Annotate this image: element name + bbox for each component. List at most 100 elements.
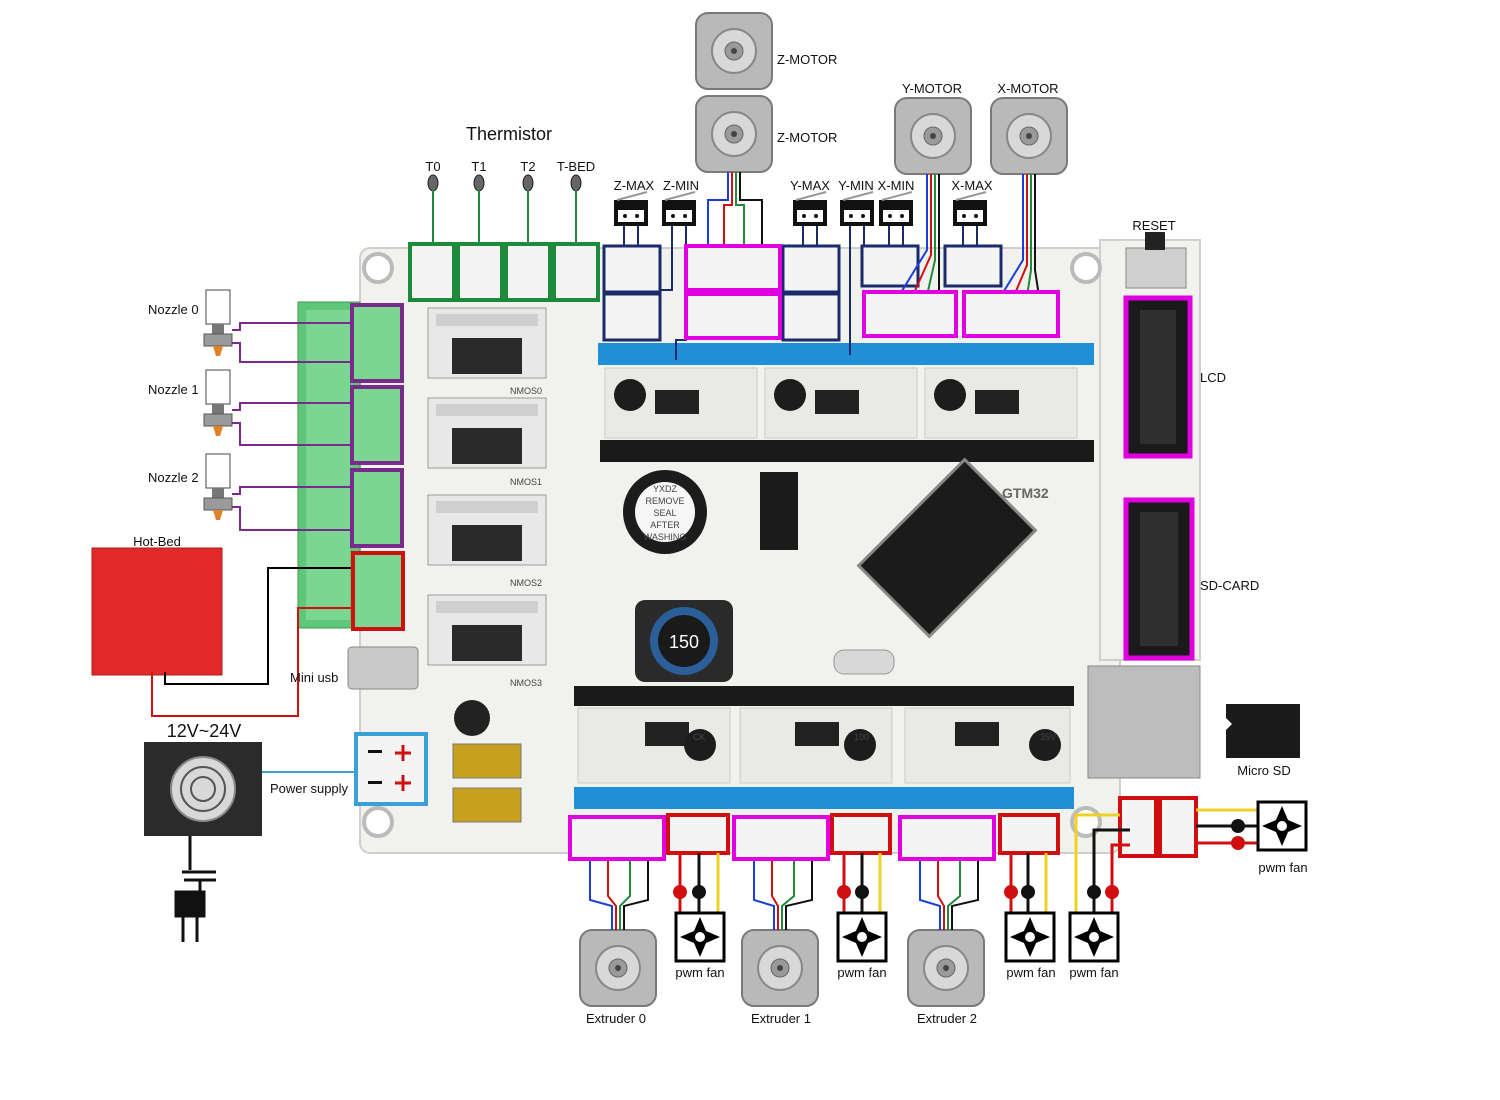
mosfet-heatsink-0 (427, 307, 547, 379)
extruder-label: Extruder 0 (586, 1011, 646, 1026)
stepper-motor-icon (741, 929, 819, 1007)
mcu-chip (856, 457, 1038, 639)
pwm-fan-0: pwm fan (674, 911, 726, 980)
power-supply-label: Power supply (270, 781, 349, 796)
mosfet-label: NMOS0 (510, 386, 542, 396)
board-name: GTM32 (1002, 485, 1049, 501)
z-motor-2: Z-MOTOR (695, 95, 837, 173)
thermistor-t1: T1 (471, 159, 487, 244)
micro-sd-card (1226, 704, 1300, 758)
driver-socket-e1 (739, 707, 893, 784)
fuse (452, 787, 522, 823)
nozzle-label: Nozzle 2 (148, 470, 199, 485)
pwm-fan-right: pwm fan (1256, 800, 1308, 875)
lcd-label: LCD (1200, 370, 1226, 385)
svg-text:150: 150 (669, 632, 699, 652)
motor-label: Y-MOTOR (902, 81, 962, 96)
y-motor: Y-MOTOR (894, 81, 972, 175)
extruder-label: Extruder 2 (917, 1011, 977, 1026)
extruder-2: Extruder 2 (907, 929, 985, 1026)
stepper-motor-icon (695, 95, 773, 173)
pwm-fan-3: pwm fan (1068, 911, 1120, 980)
endstop-label-x-min: X-MIN (878, 178, 915, 193)
fuse (452, 743, 522, 779)
fan-label: pwm fan (675, 965, 724, 980)
endstop-labels: Z-MAX Z-MIN Y-MAX Y-MIN X-MIN X-MAX (614, 178, 993, 193)
thermistor-t2: T2 (520, 159, 536, 244)
motor-label: Z-MOTOR (777, 52, 837, 67)
capacitor-text: CK (693, 732, 706, 742)
fan-wires (678, 808, 1258, 912)
nozzle-icon (203, 369, 233, 437)
nozzle-label: Nozzle 1 (148, 382, 199, 397)
hotbed-label: Hot-Bed (133, 534, 181, 549)
pwm-fan-2: pwm fan (1004, 911, 1056, 980)
svg-text:AFTER: AFTER (650, 520, 680, 530)
nozzle-icon (203, 289, 233, 357)
inductor: 150 (635, 600, 733, 682)
mini-usb-port[interactable] (347, 646, 419, 690)
sdcard-label: SD-CARD (1200, 578, 1259, 593)
power-input-connector[interactable] (354, 732, 428, 806)
thermistor-tbed: T-BED (557, 159, 595, 244)
hotbed-wires (151, 567, 368, 717)
fan-label: pwm fan (1006, 965, 1055, 980)
driver-socket-e2 (904, 707, 1071, 784)
driver-socket-x (924, 367, 1078, 439)
extruder-wires (589, 858, 979, 930)
hot-bed: Hot-Bed (91, 534, 223, 676)
fan-icon (1256, 800, 1308, 852)
ic-chip (760, 472, 798, 550)
mosfet-label: NMOS2 (510, 578, 542, 588)
fan-icon (836, 911, 888, 963)
fan-label: pwm fan (1258, 860, 1307, 875)
thermistor-t0: T0 (425, 159, 441, 244)
reset-button-cap[interactable] (1145, 232, 1165, 250)
reset-button[interactable] (1125, 247, 1187, 289)
driver-socket-e0 (577, 707, 731, 784)
stepper-motor-icon (990, 97, 1068, 175)
endstop-switch-icon (613, 191, 649, 227)
mini-usb-label: Mini usb (290, 670, 338, 685)
fan-label: pwm fan (837, 965, 886, 980)
svg-text:YXDZ: YXDZ (653, 484, 678, 494)
sdcard-header[interactable] (1123, 497, 1195, 661)
thermistor-probe-icon (473, 174, 485, 192)
endstop-label-x-max: X-MAX (951, 178, 993, 193)
thermistor-label: T2 (520, 159, 535, 174)
fan-icon (1068, 911, 1120, 963)
fan-connectors[interactable] (666, 796, 1198, 858)
power-plug-icon (174, 836, 216, 942)
nozzle-icon (203, 453, 233, 521)
reset-label: RESET (1132, 218, 1175, 233)
nozzle-0: Nozzle 0 (148, 289, 233, 357)
thermistor-title: Thermistor (466, 124, 552, 144)
motor-connectors-top[interactable] (684, 244, 1060, 340)
driver-socket-y (764, 367, 918, 439)
extruder-label: Extruder 1 (751, 1011, 811, 1026)
thermistor-label: T-BED (557, 159, 595, 174)
capacitor-text: 35V (1040, 732, 1056, 742)
hotbed-terminal[interactable] (351, 551, 405, 631)
endstop-switch-icon (839, 191, 875, 227)
micro-sd-label: Micro SD (1237, 763, 1290, 778)
thermistor-probe-icon (570, 174, 582, 192)
heater-wires (232, 322, 368, 531)
thermistor-probe-icon (427, 174, 439, 192)
endstop-switch-icon (952, 191, 988, 227)
thermistor-connectors[interactable] (408, 242, 600, 302)
endstop-label-y-min: Y-MIN (838, 178, 874, 193)
mosfet-heatsink-1 (427, 397, 547, 469)
mosfet-heatsink-2 (427, 494, 547, 566)
z-motor-1: Z-MOTOR (695, 12, 837, 90)
x-motor: X-MOTOR (990, 81, 1068, 175)
micro-sd-slot[interactable] (1087, 665, 1201, 779)
lcd-header[interactable] (1123, 295, 1193, 459)
heater-terminals[interactable] (350, 303, 404, 548)
motor-label: Z-MOTOR (777, 130, 837, 145)
extruder-connectors[interactable] (568, 815, 996, 861)
svg-text:WASHING: WASHING (644, 532, 687, 542)
nozzle-1: Nozzle 1 (148, 369, 233, 437)
thermistor-label: T0 (425, 159, 440, 174)
endstop-connectors[interactable] (602, 244, 1003, 342)
